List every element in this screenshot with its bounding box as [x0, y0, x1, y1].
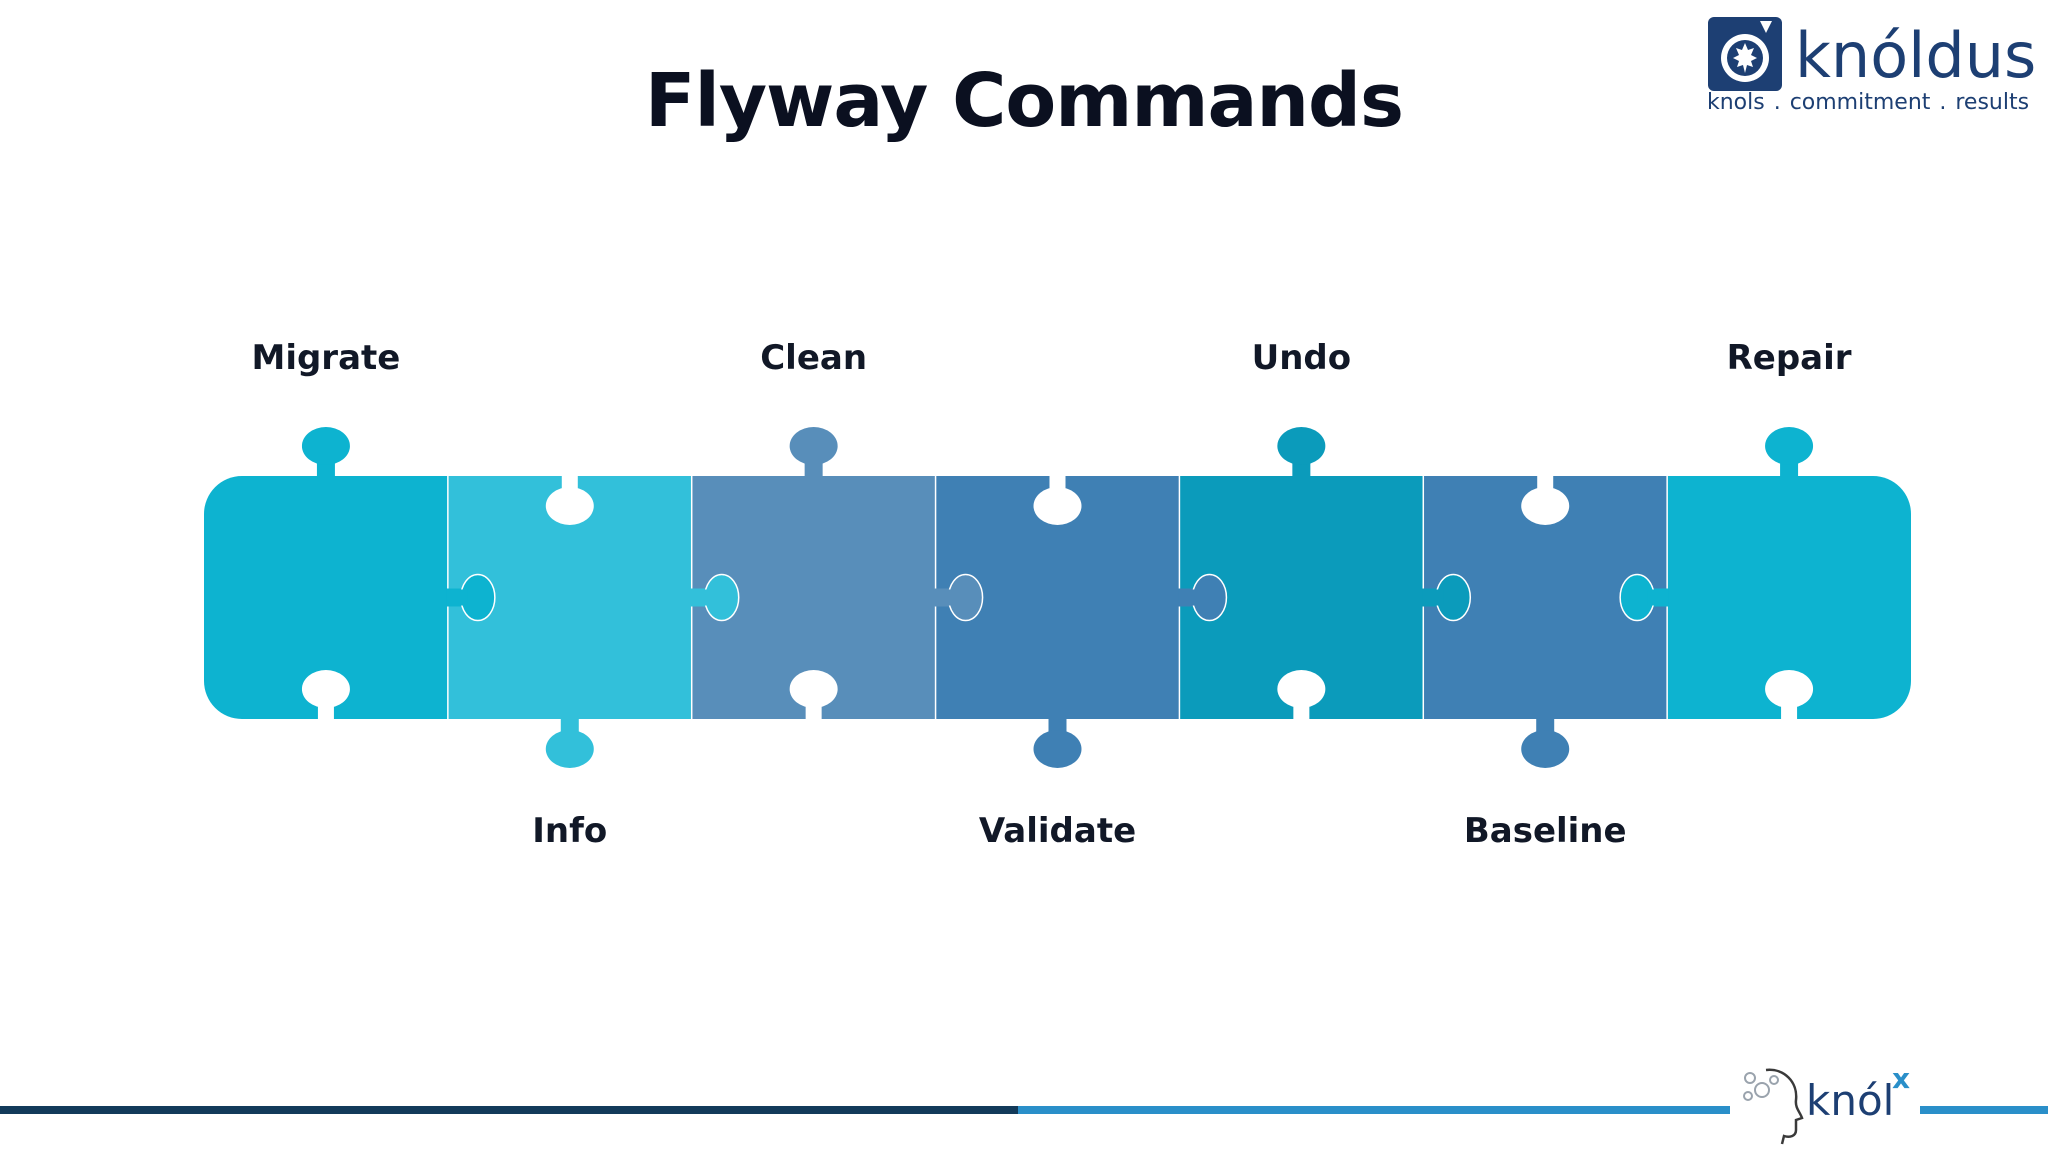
- socket-top-info: [545, 475, 594, 525]
- knob-top-repair: [1765, 427, 1814, 477]
- brand-name: knóldus: [1795, 19, 2037, 92]
- socket-bottom-repair: [1765, 670, 1814, 720]
- knolx-wordmark: knól: [1806, 1076, 1895, 1125]
- knob-bottom-info: [545, 718, 594, 768]
- head-gears-icon: [1743, 1068, 1804, 1145]
- socket-top-baseline: [1521, 475, 1570, 525]
- side-tab: [446, 573, 496, 622]
- socket-bottom-clean: [789, 670, 838, 720]
- knolx-logo: knól x: [1730, 1052, 1920, 1152]
- knolx-superscript: x: [1892, 1062, 1911, 1095]
- command-label-migrate: Migrate: [251, 338, 400, 378]
- knob-top-migrate: [301, 427, 350, 477]
- footer-bar-dark: [0, 1106, 1018, 1114]
- socket-top-validate: [1033, 475, 1082, 525]
- knob-top-clean: [789, 427, 838, 477]
- knob-top-undo: [1277, 427, 1326, 477]
- side-tab: [1178, 573, 1228, 622]
- side-tab: [1619, 573, 1669, 622]
- knoldus-logo: knóldus knols . commitment . results: [1705, 14, 2036, 124]
- side-tab: [934, 573, 984, 622]
- command-label-validate: Validate: [979, 811, 1136, 851]
- knob-bottom-baseline: [1521, 718, 1570, 768]
- socket-bottom-undo: [1277, 670, 1326, 720]
- maple-leaf-camera-icon: [1708, 17, 1782, 91]
- knob-bottom-validate: [1033, 718, 1082, 768]
- command-label-info: Info: [532, 811, 607, 851]
- command-label-undo: Undo: [1252, 338, 1352, 378]
- command-label-repair: Repair: [1727, 338, 1852, 378]
- socket-bottom-migrate: [301, 670, 350, 720]
- footer-bar-light: [1018, 1106, 2048, 1114]
- brand-tagline: knols . commitment . results: [1707, 90, 2030, 115]
- slide-title: Flyway Commands: [644, 58, 1404, 144]
- command-label-clean: Clean: [760, 338, 867, 378]
- side-tab: [690, 573, 740, 622]
- side-tab: [1422, 573, 1472, 622]
- command-label-baseline: Baseline: [1464, 811, 1627, 851]
